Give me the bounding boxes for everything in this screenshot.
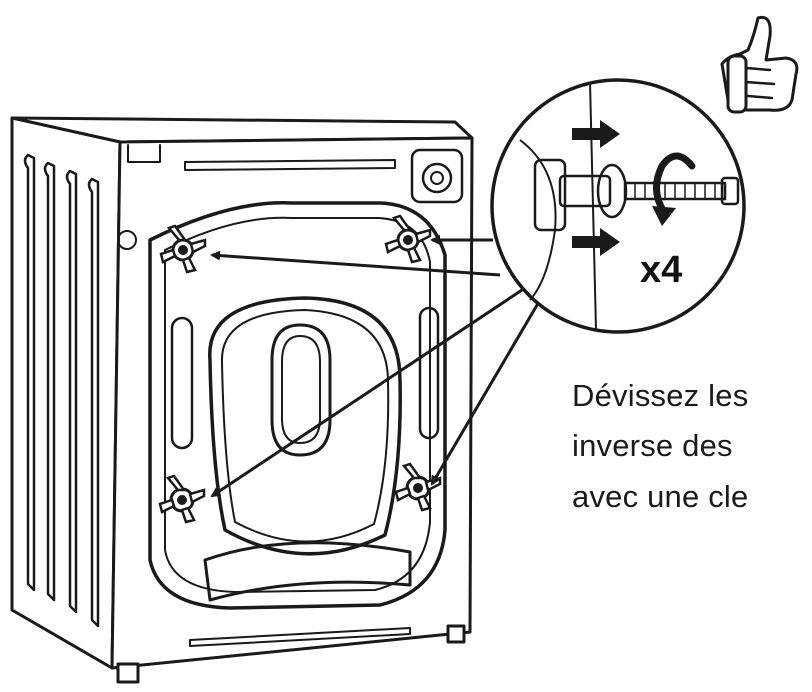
bottom-handle xyxy=(203,541,412,602)
bolt-top-left xyxy=(159,224,207,274)
detail-bolt-head xyxy=(720,176,740,206)
instruction-line-3: avec une cle xyxy=(572,479,749,514)
drum-oval-inner xyxy=(220,309,390,543)
drum-frame-inner xyxy=(164,216,431,593)
power-socket xyxy=(117,230,137,250)
left-slot xyxy=(170,316,194,450)
rotate-counterclockwise-icon xyxy=(653,152,696,216)
detail-bracket xyxy=(533,158,567,232)
drum-frame-outer xyxy=(148,201,447,610)
rotate-arrow-head xyxy=(652,206,676,226)
inlet-valve-core xyxy=(430,171,444,185)
instruction-line-2: inverse des xyxy=(572,428,733,463)
arrow-to-bottom-left-bolt xyxy=(210,288,523,498)
bolt-bottom-left xyxy=(158,474,206,524)
instruction-line-1: Dévissez les xyxy=(572,378,749,413)
top-slot xyxy=(184,159,396,171)
arrow-to-bottom-right-bolt xyxy=(430,299,542,486)
inlet-valve-ring xyxy=(421,162,453,194)
hose-connector xyxy=(127,144,161,163)
callout-arrows xyxy=(210,235,542,498)
detail-bolt-shaft xyxy=(558,174,612,208)
detail-callout: x4 xyxy=(490,78,746,334)
transport-bolts xyxy=(158,214,442,524)
inlet-valve xyxy=(410,148,464,204)
foot-right xyxy=(446,624,466,644)
bottom-base-slot xyxy=(189,627,411,647)
detail-circle xyxy=(490,78,746,334)
push-arrow-icon xyxy=(572,120,620,148)
center-capsule-inner xyxy=(281,335,321,444)
thumbs-up-icon xyxy=(720,15,799,114)
push-arrow-icon-lower xyxy=(572,228,620,256)
side-ribs xyxy=(23,153,100,628)
arrow-to-top-left-bolt xyxy=(210,250,501,277)
foot-left xyxy=(116,662,140,684)
right-slot xyxy=(418,306,440,440)
count-label: x4 xyxy=(640,249,682,291)
drum-oval xyxy=(208,296,402,556)
